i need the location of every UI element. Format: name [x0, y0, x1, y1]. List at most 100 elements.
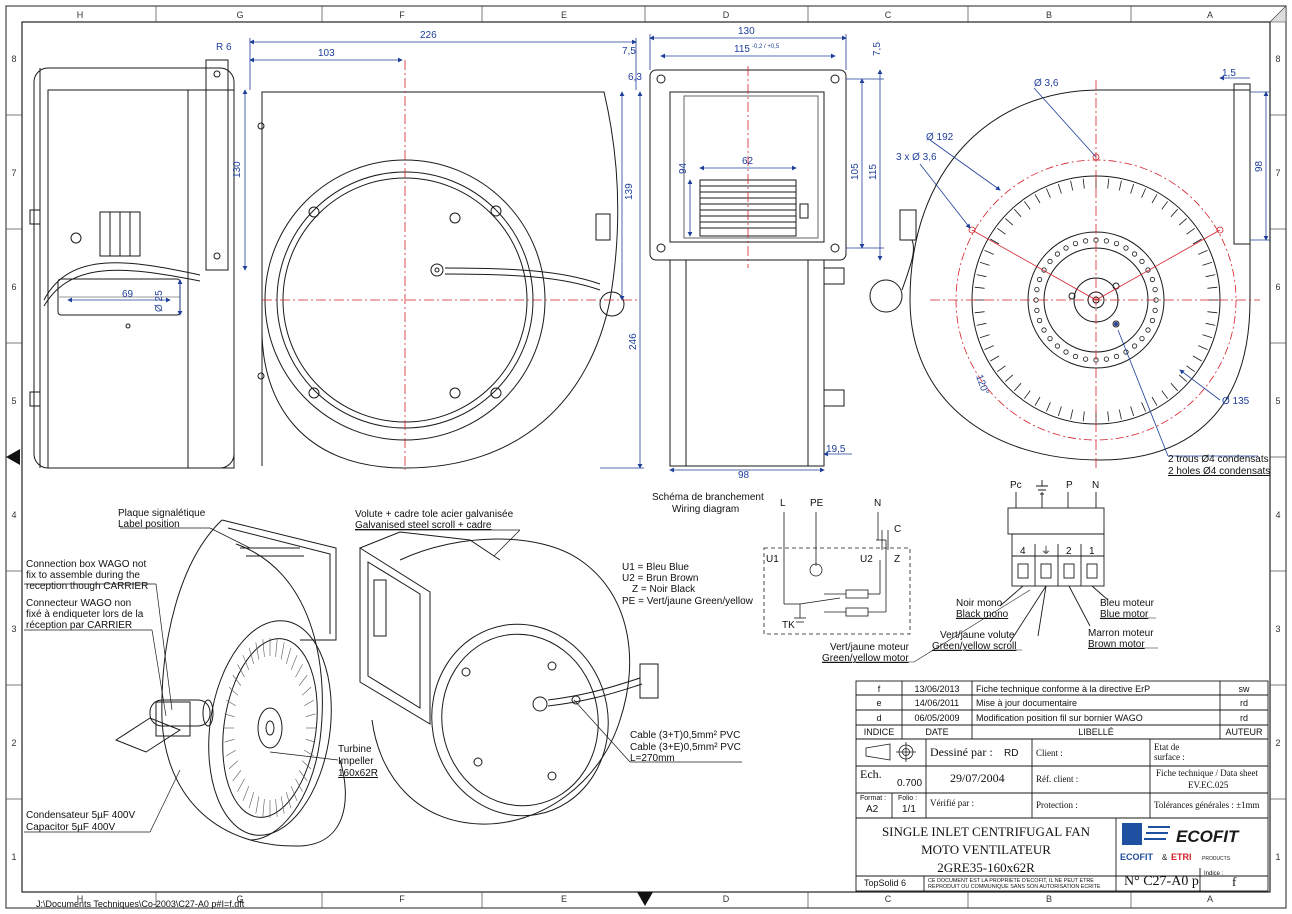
impeller-rivet [1034, 307, 1040, 313]
impeller-rivet [1037, 317, 1043, 324]
impeller-rivet [1132, 343, 1138, 349]
grid-col-bottom: D [723, 894, 730, 904]
impeller-blade [237, 778, 245, 792]
impeller-blade [301, 686, 312, 696]
projection-symbol-icon [865, 742, 916, 762]
impeller-blade [226, 749, 236, 757]
wago-label-en-3: reception though CARRIER [26, 581, 148, 592]
grid-row-right: 1 [1275, 852, 1280, 862]
dim-120-degrees: 120° [973, 373, 990, 396]
impeller-blade [232, 674, 242, 686]
format-label: Format : [860, 795, 886, 802]
grid-col-top: A [1207, 10, 1213, 20]
client-label: Client : [1036, 748, 1063, 758]
impeller-rivet [1072, 353, 1079, 359]
terminal-Pc: Pc [1010, 480, 1022, 491]
rear-view-axes [930, 80, 1260, 470]
property-notice-1: CE DOCUMENT EST LA PROPRIETE D'ECOFIT, I… [928, 878, 1094, 884]
terminal-leaders [822, 589, 1158, 663]
impeller-blade [290, 655, 298, 670]
impeller-blade-edge [1151, 194, 1158, 204]
impeller-blade [237, 664, 245, 678]
header-indice: INDICE [864, 727, 895, 737]
impeller-blade [275, 639, 278, 657]
dim-130-vertical: 130 [232, 161, 243, 178]
impeller-rivet [1149, 276, 1156, 283]
grid-col-bottom: A [1207, 894, 1213, 904]
dim-d3-6: Ø 3,6 [1034, 78, 1059, 89]
impeller-blade [298, 770, 308, 782]
dim-62: 62 [742, 156, 754, 167]
wiring-U1: U1 [766, 554, 779, 565]
impeller-blade [301, 760, 312, 770]
grid-row-labels-right: 8 7 6 5 4 3 2 1 [1275, 54, 1280, 862]
grid-row-left: 7 [11, 168, 16, 178]
impeller-blade-edge [976, 322, 987, 326]
file-path: J:\Documents Techniques\Co-2003\C27-A0 p… [36, 899, 245, 909]
terminal-bleu-en: Blue motor [1100, 609, 1149, 620]
impeller-blade-edge [1014, 382, 1022, 391]
grid-col-top: H [77, 10, 84, 20]
side-view-left [29, 59, 235, 469]
terminal-vjv-fr: Vert/jaune volute [940, 630, 1015, 641]
impeller-blade-edge [984, 250, 994, 255]
grid-col-top: D [723, 10, 730, 20]
terminal-vjm-fr: Vert/jaune moteur [830, 642, 910, 653]
impeller-blade-edge [1202, 334, 1213, 339]
grid-col-bottom: H [77, 894, 84, 904]
wago-label-en-1: Connection box WAGO not [26, 559, 146, 570]
impeller-blade-edge [1130, 406, 1135, 417]
center-mark-left-icon [6, 449, 20, 465]
impeller-blade [275, 799, 278, 817]
protection-label: Protection : [1036, 800, 1078, 810]
revision-date: 06/05/2009 [914, 713, 959, 723]
impeller-rivet [1139, 335, 1145, 342]
impeller-rivet [1063, 245, 1069, 251]
impeller-rivet [1152, 286, 1158, 293]
drawing-title-1: SINGLE INLET CENTRIFUGAL FAN [882, 824, 1091, 839]
impeller-blade-edge [1107, 178, 1110, 189]
grid-col-top: G [236, 10, 243, 20]
wiring-legend-pe: PE = Vert/jaune Green/yellow [622, 596, 754, 607]
index-label: Indice : [1204, 871, 1224, 877]
impeller-blade-edge [1082, 178, 1085, 189]
revision-date: 14/06/2011 [915, 698, 959, 708]
impeller-blade-edge [1141, 402, 1146, 412]
label-plate-fr: Plaque signalétique [118, 508, 206, 519]
impeller-blade-edge [1118, 180, 1122, 191]
dim-1-5: 1,5 [1222, 68, 1236, 79]
impeller-rivet [1139, 258, 1145, 264]
wiring-U2: U2 [860, 554, 873, 565]
dim-d135: Ø 135 [1222, 396, 1250, 407]
grid-col-top: B [1046, 10, 1052, 20]
wiring-title-en: Wiring diagram [672, 504, 739, 515]
revision-libelle: Mise à jour documentaire [976, 698, 1077, 708]
terminal-slot-1: 1 [1089, 546, 1095, 557]
grid-ticks [6, 6, 1286, 908]
impeller-blade [224, 739, 235, 743]
wiring-C: C [894, 524, 901, 535]
impeller-blade [242, 786, 250, 801]
dim-94: 94 [678, 162, 689, 174]
cable-label-2: Cable (3+E)0,5mm² PVC [630, 742, 741, 753]
grid-row-right: 3 [1275, 624, 1280, 634]
center-mark-bottom-icon [637, 892, 653, 906]
drawing-title-3: 2GRE35-160x62R [937, 860, 1035, 875]
impeller-blade-edge [1198, 345, 1208, 350]
impeller-blade-edge [1070, 180, 1074, 191]
impeller-blade [280, 642, 285, 660]
impeller-rivet [1149, 317, 1156, 324]
revision-headers: INDICE DATE LIBELLÉ AUTEUR [864, 727, 1263, 737]
wiring-N: N [874, 498, 881, 509]
scroll-label-en: Galvanised steel scroll + cadre [355, 520, 492, 531]
dim-d192: Ø 192 [926, 132, 954, 143]
impeller-blade-edge [1046, 188, 1051, 198]
turbine-label-1: Turbine [338, 744, 372, 755]
impeller-blade-edge [1023, 201, 1031, 210]
title-block-frame [855, 680, 1269, 892]
cad-software: TopSolid 6 [864, 878, 906, 888]
condensate-hole-mark [1114, 322, 1118, 326]
impeller-rivet [1145, 267, 1151, 273]
wiring-TK: TK [782, 620, 795, 631]
